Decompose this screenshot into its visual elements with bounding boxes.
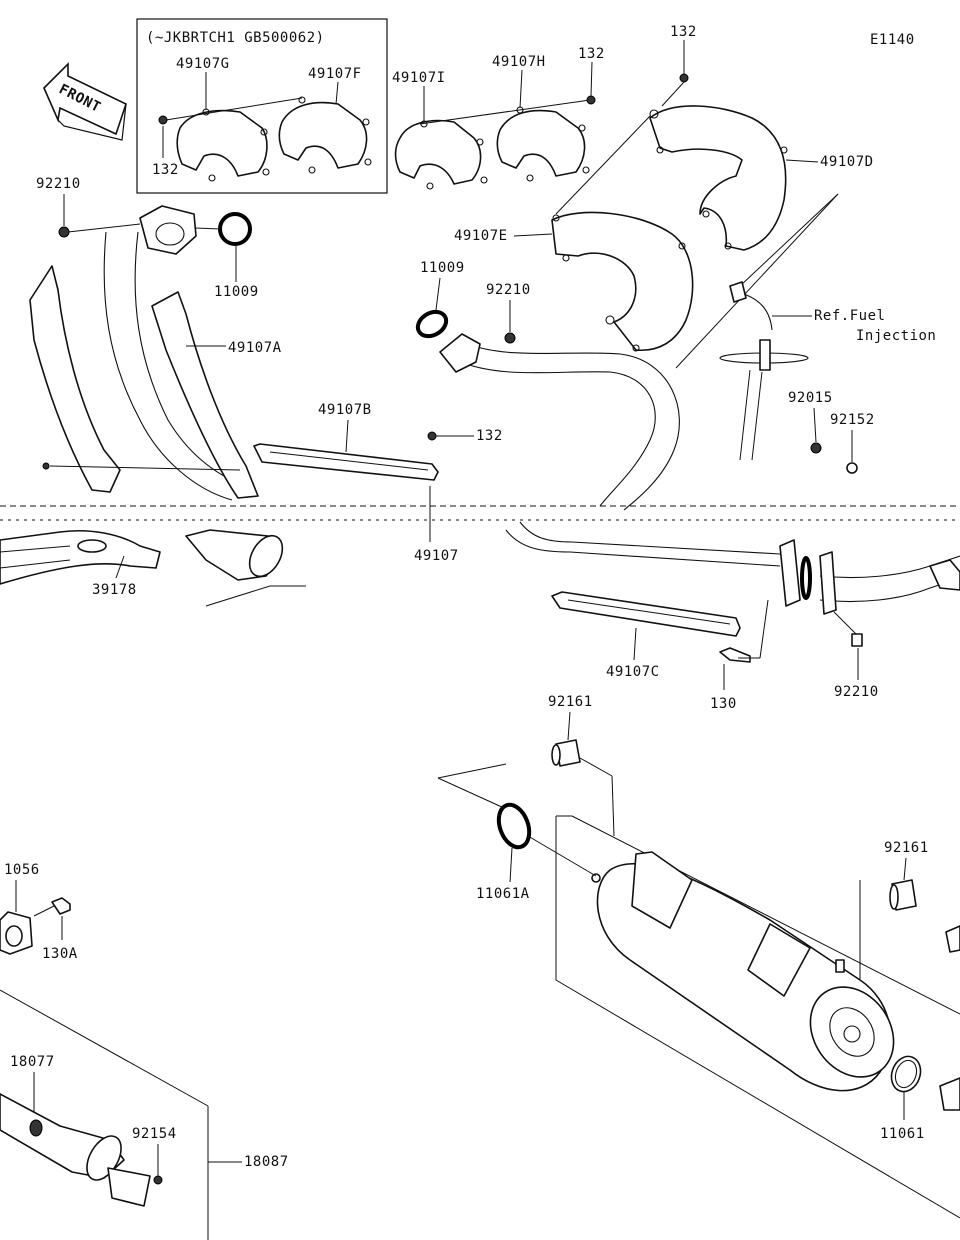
heat-shield-49107C xyxy=(551,591,741,637)
label-132-c: 132 xyxy=(476,428,503,444)
collector-left: 39178 xyxy=(0,529,306,607)
label-49107B: 49107B xyxy=(318,402,372,418)
label-92210-a: 92210 xyxy=(36,176,81,192)
gasket-11061 xyxy=(890,1055,922,1093)
label-92152: 92152 xyxy=(830,412,875,428)
front-arrow-icon: FRONT xyxy=(43,62,127,141)
gasket-11009-a xyxy=(218,212,252,246)
label-92210-c: 92210 xyxy=(834,684,879,700)
right-small-parts: 92015 92152 xyxy=(788,390,875,474)
gasket-11009-b xyxy=(415,309,449,339)
label-11061A: 11061A xyxy=(476,886,530,902)
cover-49107G xyxy=(176,109,268,177)
label-18087: 18087 xyxy=(244,1154,289,1170)
nut-92210 xyxy=(851,633,863,647)
separation-band xyxy=(0,505,960,521)
label-49107C: 49107C xyxy=(606,664,660,680)
bolt-130 xyxy=(719,647,751,663)
label-49107G: 49107G xyxy=(176,56,230,72)
gasket-right xyxy=(800,556,812,600)
ref-label-line2: Injection xyxy=(856,328,936,344)
cover-49107E: 49107E xyxy=(454,211,694,352)
silencer-tip: 18077 92154 18087 xyxy=(0,989,289,1240)
gasket-11061A xyxy=(496,802,532,850)
label-92210-b: 92210 xyxy=(486,282,531,298)
label-49107: 49107 xyxy=(414,548,459,564)
flange-left xyxy=(139,205,197,255)
covers-49107I-49107H: 49107I 49107H 132 xyxy=(392,46,605,190)
heat-shield-left xyxy=(29,265,121,493)
bracket-group-left: 1056 130A xyxy=(0,862,78,962)
cover-49107D: 132 49107D xyxy=(555,24,874,369)
label-92154: 92154 xyxy=(132,1126,177,1142)
heat-shield-49107A xyxy=(151,291,259,499)
heat-shield-49107B xyxy=(253,443,439,481)
bolt-130A xyxy=(51,897,71,915)
cover-49107F xyxy=(278,101,368,169)
bolt-132 xyxy=(158,115,168,125)
label-132-a: 132 xyxy=(578,46,605,62)
label-49107I: 49107I xyxy=(392,70,446,86)
flange-right-b xyxy=(819,551,837,615)
flange-center xyxy=(439,333,481,373)
muffler: 92161 11061A 92161 11061 xyxy=(437,694,960,1219)
o2-sensor: Ref.Fuel Injection xyxy=(719,281,936,461)
label-39178: 39178 xyxy=(92,582,137,598)
label-130A: 130A xyxy=(42,946,78,962)
diagram-code: E1140 xyxy=(870,32,915,48)
header-pipe-left: 92210 11009 49107A xyxy=(29,176,282,501)
label-132-box: 132 xyxy=(152,162,179,178)
label-11009-a: 11009 xyxy=(214,284,259,300)
variant-box-label: (~JKBRTCH1 GB500062) xyxy=(146,30,325,46)
label-49107E: 49107E xyxy=(454,228,508,244)
flange-right-a xyxy=(779,539,801,607)
label-49107H: 49107H xyxy=(492,54,546,70)
label-92161-b: 92161 xyxy=(884,840,929,856)
label-49107F: 49107F xyxy=(308,66,362,82)
label-92015: 92015 xyxy=(788,390,833,406)
variant-box: (~JKBRTCH1 GB500062) 49107G 49107F 132 xyxy=(136,18,388,194)
label-49107D: 49107D xyxy=(820,154,874,170)
label-92161-a: 92161 xyxy=(548,694,593,710)
connecting-pipe-right: 49107C 130 92210 xyxy=(505,521,960,712)
center-pipe: 49107B 132 49107 11009 92210 xyxy=(253,260,680,564)
ref-label-line1: Ref.Fuel xyxy=(814,308,885,324)
label-18077: 18077 xyxy=(10,1054,55,1070)
label-130: 130 xyxy=(710,696,737,712)
label-11009-b: 11009 xyxy=(420,260,465,276)
label-11056: 1056 xyxy=(4,862,40,878)
label-49107A: 49107A xyxy=(228,340,282,356)
label-132-b: 132 xyxy=(670,24,697,40)
label-11061: 11061 xyxy=(880,1126,925,1142)
